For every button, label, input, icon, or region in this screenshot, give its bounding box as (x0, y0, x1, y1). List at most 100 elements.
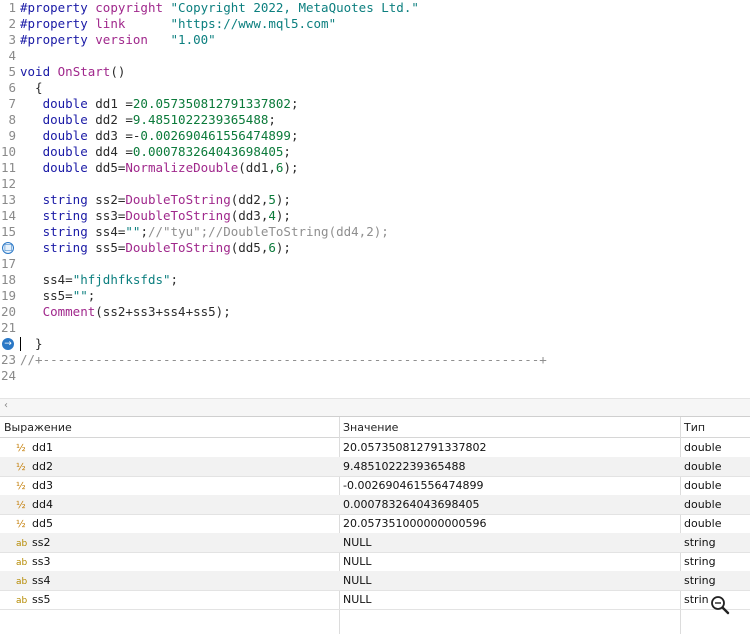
code-line[interactable]: 6 { (0, 80, 750, 96)
variable-name: ss4 (32, 574, 51, 587)
code-line[interactable]: 15 string ss4="";//"tyu";//DoubleToStrin… (0, 224, 750, 240)
code-line[interactable]: 24 (0, 368, 750, 384)
code-line[interactable]: 18 ss4="hfjdhfksfds"; (0, 272, 750, 288)
code-line[interactable]: 8 double dd2 =9.4851022239365488; (0, 112, 750, 128)
code-line[interactable]: → } (0, 336, 750, 352)
code-editor[interactable]: 1#property copyright "Copyright 2022, Me… (0, 0, 750, 398)
code-line[interactable]: 12 (0, 176, 750, 192)
line-number: 21 (0, 320, 16, 335)
code-token: 0.000783264043698405 (132, 144, 284, 159)
cell-type: string (684, 574, 716, 587)
code-text: double dd3 =-0.002690461556474899; (20, 128, 299, 144)
cell-type: double (684, 441, 722, 454)
line-number: 15 (0, 224, 16, 239)
line-number: 18 (0, 272, 16, 287)
code-line[interactable]: 1#property copyright "Copyright 2022, Me… (0, 0, 750, 16)
code-text: ss4="hfjdhfksfds"; (20, 272, 179, 288)
code-token: dd4 = (95, 144, 133, 159)
cell-value: NULL (343, 574, 372, 587)
code-token: ; (140, 224, 148, 239)
line-number: 12 (0, 176, 16, 191)
code-token: dd2 = (95, 112, 133, 127)
code-token: "https://www.mql5.com" (170, 16, 337, 31)
double-type-icon: ½ (16, 500, 26, 511)
code-token (20, 304, 43, 319)
code-text: double dd5=NormalizeDouble(dd1,6); (20, 160, 299, 176)
code-token: #property (20, 32, 96, 47)
column-header-value[interactable]: Значение (343, 421, 399, 434)
code-line[interactable]: 7 double dd1 =20.057350812791337802; (0, 96, 750, 112)
code-token: ss4= (20, 272, 73, 287)
code-line[interactable]: 14 string ss3=DoubleToString(dd3,4); (0, 208, 750, 224)
cell-value: NULL (343, 536, 372, 549)
arrow-glyph-icon: → (4, 339, 12, 349)
cell-type: double (684, 517, 722, 530)
code-text: void OnStart() (20, 64, 125, 80)
code-line[interactable]: 3#property version "1.00" (0, 32, 750, 48)
horizontal-scrollbar[interactable]: ‹ (0, 398, 750, 416)
code-line[interactable]: 21 (0, 320, 750, 336)
column-header-type[interactable]: Тип (684, 421, 706, 434)
code-line[interactable]: 2#property link "https://www.mql5.com" (0, 16, 750, 32)
line-number: 5 (8, 64, 16, 79)
code-line[interactable]: 19 ss5=""; (0, 288, 750, 304)
string-type-icon: ab (16, 539, 28, 549)
column-divider[interactable] (339, 417, 340, 634)
code-line[interactable]: 17 (0, 256, 750, 272)
breakpoint-icon[interactable]: □ (2, 242, 14, 254)
code-text: { (20, 80, 43, 96)
line-number: 8 (8, 112, 16, 127)
code-text: //+-------------------------------------… (20, 352, 547, 368)
code-token: (dd3, (230, 208, 269, 223)
code-token: 4 (268, 208, 276, 223)
code-line[interactable]: 4 (0, 48, 750, 64)
code-line[interactable]: □ string ss5=DoubleToString(dd5,6); (0, 240, 750, 256)
code-line[interactable]: 10 double dd4 =0.000783264043698405; (0, 144, 750, 160)
code-token: ; (268, 112, 276, 127)
magnifier-icon[interactable] (709, 594, 731, 616)
scroll-left-icon[interactable]: ‹ (4, 400, 8, 411)
code-line[interactable]: 20 Comment(ss2+ss3+ss4+ss5); (0, 304, 750, 320)
stop-glyph-icon: □ (3, 243, 13, 253)
code-token: ; (170, 272, 179, 287)
code-token: (dd1, (238, 160, 276, 175)
code-token: //+-------------------------------------… (20, 352, 547, 367)
code-line[interactable]: 9 double dd3 =-0.002690461556474899; (0, 128, 750, 144)
code-text: } (20, 336, 43, 352)
watch-header: Выражение Значение Тип (0, 417, 750, 438)
code-line[interactable]: 11 double dd5=NormalizeDouble(dd1,6); (0, 160, 750, 176)
code-line[interactable]: 13 string ss2=DoubleToString(dd2,5); (0, 192, 750, 208)
code-line[interactable]: 23//+-----------------------------------… (0, 352, 750, 368)
code-token: "" (125, 224, 141, 239)
cell-value: -0.002690461556474899 (343, 479, 484, 492)
cell-value: 20.057351000000000596 (343, 517, 487, 530)
variable-name: dd1 (32, 441, 53, 454)
code-token: string (20, 208, 96, 223)
line-number: 14 (0, 208, 16, 223)
code-token: double (20, 112, 96, 127)
code-token: DoubleToString (125, 240, 231, 255)
cell-value: 9.4851022239365488 (343, 460, 466, 473)
variable-name: ss2 (32, 536, 51, 549)
current-line-arrow-icon[interactable]: → (2, 338, 14, 350)
code-token: ; (87, 288, 96, 303)
column-header-expression[interactable]: Выражение (4, 421, 72, 434)
code-line[interactable]: 5 void OnStart() (0, 64, 750, 80)
cell-value: NULL (343, 555, 372, 568)
code-token: "Copyright 2022, MetaQuotes Ltd." (170, 0, 419, 15)
code-token: string (20, 224, 96, 239)
column-divider[interactable] (680, 417, 681, 634)
line-number: 7 (8, 96, 16, 111)
cell-type: strin (684, 593, 709, 606)
